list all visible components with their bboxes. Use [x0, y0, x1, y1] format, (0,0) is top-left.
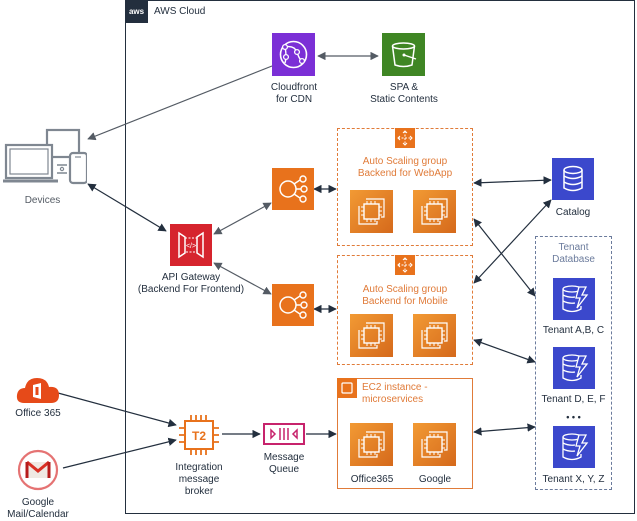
ec2-mobile-instance-1[interactable]: [350, 314, 393, 357]
message-queue-label: Message Queue: [263, 452, 305, 475]
t2-instance-icon: T2: [179, 415, 219, 455]
office365-node[interactable]: [16, 373, 60, 405]
office365-label: Office 365: [15, 408, 61, 419]
tenant-def-db[interactable]: [553, 347, 595, 389]
ec2-chip-icon: [421, 431, 448, 458]
catalog-node[interactable]: [552, 158, 594, 200]
ec2-google-instance[interactable]: [413, 423, 456, 466]
load-balancer-icon: [279, 291, 308, 319]
cloudfront-label: Cloudfront for CDN: [270, 82, 318, 105]
message-queue-icon: [263, 423, 305, 445]
autoscaling-icon: [395, 255, 415, 275]
integration-broker-label: Integration message broker: [175, 462, 223, 497]
tenant-database-title: Tenant Database: [552, 242, 595, 265]
api-gateway-label: API Gateway (Backend For Frontend): [137, 272, 245, 295]
dynamodb-icon: [562, 354, 589, 382]
tenant-label: Tenant D, E, F: [541, 394, 606, 405]
ec2-microservices-group[interactable]: [337, 378, 473, 489]
ec2-google-label: Google: [418, 474, 452, 485]
catalog-label: Catalog: [555, 207, 591, 218]
devices-icon: [3, 128, 89, 185]
tenant-label: Tenant A,B, C: [542, 325, 605, 336]
message-queue-node[interactable]: [263, 423, 305, 445]
ec2-office365-label: Office365: [350, 474, 394, 485]
s3-label: SPA & Static Contents: [370, 82, 438, 105]
tenant-xyz-db[interactable]: [553, 426, 595, 468]
office365-icon: [16, 378, 59, 403]
ec2-chip-icon: [358, 322, 385, 349]
autoscaling-icon: [395, 128, 415, 148]
load-balancer-icon: [279, 175, 308, 203]
ec2-web-instance-1[interactable]: [350, 190, 393, 233]
ec2-web-instance-2[interactable]: [413, 190, 456, 233]
aws-logo-icon: aws: [125, 0, 148, 23]
load-balancer-mobile-node[interactable]: [272, 284, 314, 326]
tenant-database-group[interactable]: [535, 236, 612, 490]
tenant-label: Tenant X, Y, Z: [542, 474, 605, 485]
svg-text:T2: T2: [192, 429, 206, 443]
ec2-mobile-instance-2[interactable]: [413, 314, 456, 357]
aws-cloud-title: AWS Cloud: [154, 6, 206, 17]
ec2-chip-icon: [358, 431, 385, 458]
gmail-icon: [17, 449, 59, 491]
tenant-ellipsis: • • •: [566, 412, 581, 422]
database-icon: [563, 165, 583, 192]
ec2-microservices-title: EC2 instance - microservices: [362, 382, 428, 405]
dynamodb-icon: [562, 285, 589, 313]
cloudfront-node[interactable]: [272, 33, 315, 76]
s3-node[interactable]: [382, 33, 425, 76]
ec2-instance-icon: [337, 378, 357, 398]
gmail-label: Google Mail/Calendar: [7, 497, 69, 520]
gmail-node[interactable]: [17, 449, 59, 491]
autoscaling-group-mobile-title: Auto Scaling group Backend for Mobile: [362, 284, 448, 307]
dynamodb-icon: [562, 433, 589, 461]
ec2-chip-icon: [421, 322, 448, 349]
autoscaling-group-webapp-title: Auto Scaling group Backend for WebApp: [357, 156, 453, 179]
svg-text:</>: </>: [186, 243, 196, 250]
load-balancer-web-node[interactable]: [272, 168, 314, 210]
ec2-chip-icon: [421, 198, 448, 225]
devices-label: Devices: [24, 195, 61, 206]
integration-broker-node[interactable]: T2: [177, 413, 221, 457]
api-gateway-node[interactable]: </>: [170, 224, 212, 266]
s3-bucket-icon: [391, 42, 417, 68]
api-gateway-icon: </>: [178, 231, 204, 259]
cloudfront-icon: [279, 40, 308, 69]
ec2-office365-instance[interactable]: [350, 423, 393, 466]
ec2-chip-icon: [358, 198, 385, 225]
devices-node[interactable]: [3, 125, 89, 190]
aws-cloud-group: [125, 0, 635, 514]
tenant-abc-db[interactable]: [553, 278, 595, 320]
